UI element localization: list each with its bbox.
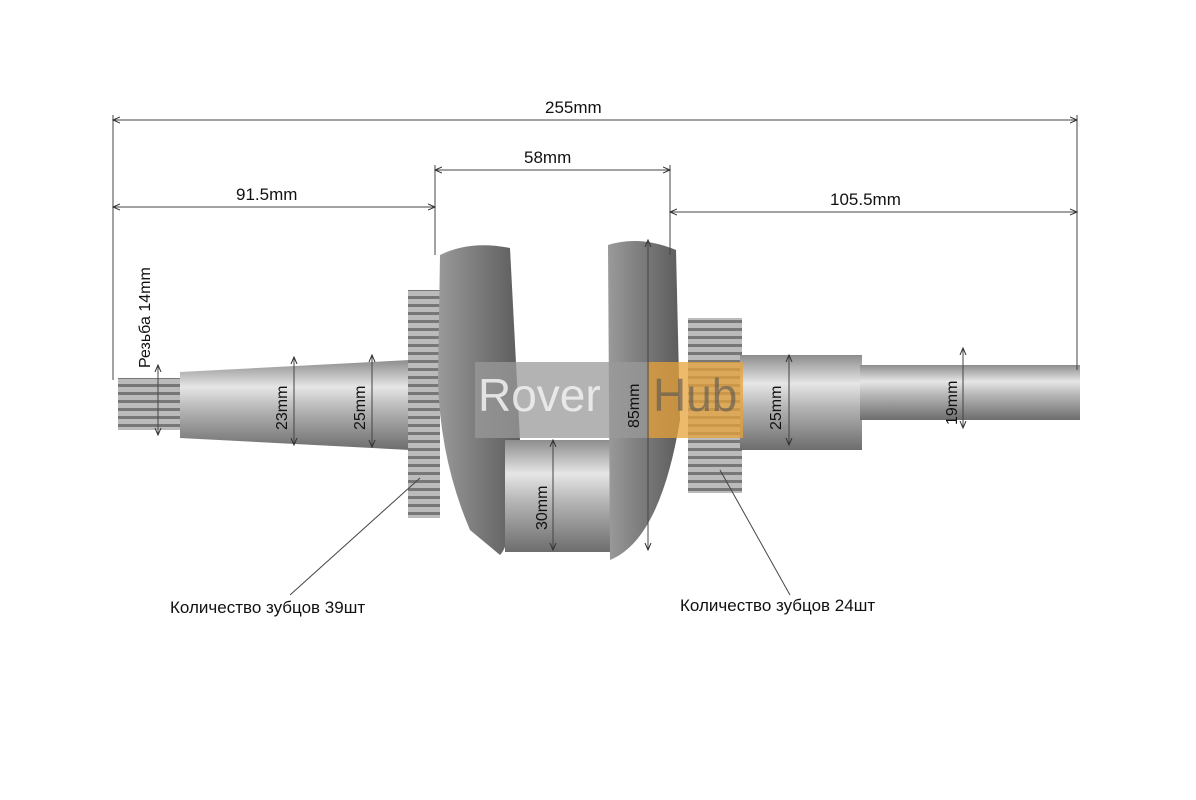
watermark-rover: Rover [478, 369, 601, 421]
left-gear [408, 290, 440, 518]
output-shaft [860, 365, 1080, 420]
crankpin [505, 440, 610, 552]
right-shaft-length-label: 105.5mm [830, 190, 901, 209]
thread [118, 378, 182, 430]
dimension-lines [113, 115, 1077, 596]
right-gear-callout: Количество зубцов 24шт [680, 596, 876, 615]
left-gear-callout: Количество зубцов 39шт [170, 598, 366, 617]
crank-width-label: 58mm [524, 148, 572, 167]
left-shaft-length-label: 91.5mm [236, 185, 298, 204]
right-journal-label: 25mm [768, 385, 785, 430]
thread-label: Резьба 14mm [137, 267, 154, 368]
watermark [475, 362, 743, 438]
right-journal [740, 355, 862, 450]
overall-length-label: 255mm [545, 98, 602, 117]
web-height-label: 85mm [626, 383, 643, 428]
watermark-hub: Hub [653, 369, 738, 421]
taper-diameter-label: 23mm [274, 385, 291, 430]
left-journal-label: 25mm [352, 385, 369, 430]
crankpin-label: 30mm [534, 485, 551, 530]
left-shaft [180, 360, 410, 450]
output-shaft-label: 19mm [944, 380, 961, 425]
